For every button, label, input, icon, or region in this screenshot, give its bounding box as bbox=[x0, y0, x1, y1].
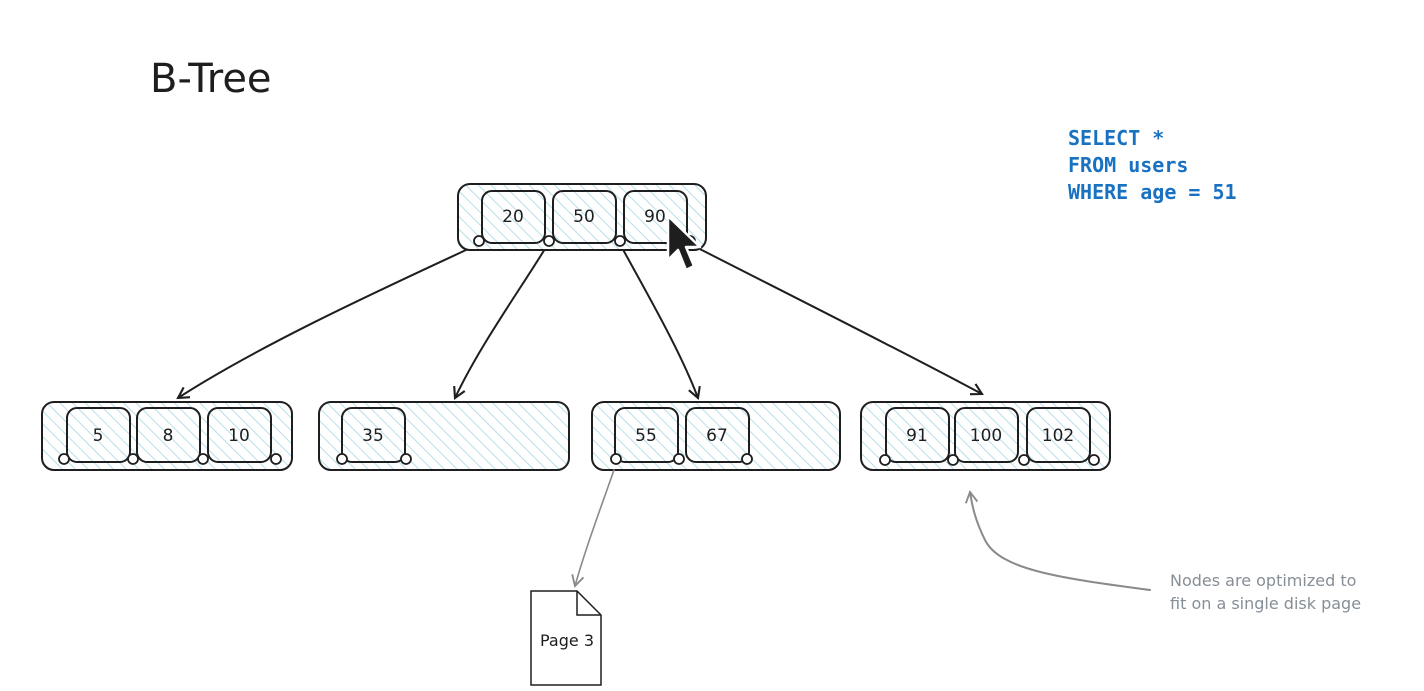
record-pointer bbox=[197, 453, 209, 465]
leaf-key-cell bbox=[136, 407, 201, 463]
leaf-key: 55 bbox=[635, 426, 657, 446]
sql-line: WHERE age = 51 bbox=[1068, 180, 1237, 204]
root-key-cell bbox=[481, 190, 546, 244]
note-line: Nodes are optimized to bbox=[1170, 571, 1356, 590]
page-label: Page 3 bbox=[540, 631, 594, 650]
leaf-key: 100 bbox=[970, 426, 1002, 446]
tree-edges bbox=[176, 243, 984, 401]
leaf-key-cell bbox=[885, 407, 950, 463]
record-pointer bbox=[127, 453, 139, 465]
root-node[interactable]: 20 50 90 bbox=[457, 183, 707, 251]
leaf-key-cell bbox=[954, 407, 1019, 463]
leaf-key: 102 bbox=[1042, 426, 1074, 446]
record-pointer bbox=[1018, 454, 1030, 466]
edge-root-to-leaf-2 bbox=[453, 243, 549, 400]
root-key: 20 bbox=[502, 207, 524, 227]
document-fold bbox=[576, 591, 601, 616]
root-key: 90 bbox=[644, 207, 666, 227]
leaf-node-3[interactable]: 55 67 bbox=[591, 401, 841, 471]
leaf-key-cell bbox=[685, 407, 750, 463]
record-pointer bbox=[741, 453, 753, 465]
edge-root-to-leaf-4 bbox=[689, 243, 984, 396]
annotation-note: Nodes are optimized to fit on a single d… bbox=[1170, 571, 1361, 613]
record-pointer bbox=[270, 453, 282, 465]
leaf-key: 35 bbox=[362, 426, 384, 446]
leaf-key: 91 bbox=[906, 426, 928, 446]
record-pointer bbox=[673, 453, 685, 465]
sql-line: SELECT * bbox=[1068, 126, 1164, 150]
edge-root-to-leaf-3 bbox=[619, 243, 701, 401]
leaf-node-2[interactable]: 35 bbox=[318, 401, 570, 471]
leaf-node-4[interactable]: 91 100 102 bbox=[860, 401, 1111, 471]
record-pointer bbox=[400, 453, 412, 465]
child-pointer bbox=[614, 235, 626, 247]
leaf-key-cell bbox=[1026, 407, 1091, 463]
leaf-key: 10 bbox=[228, 426, 250, 446]
root-key: 50 bbox=[573, 207, 595, 227]
leaf-node-1[interactable]: 5 8 10 bbox=[41, 401, 293, 471]
root-key-cell bbox=[552, 190, 617, 244]
sql-line: FROM users bbox=[1068, 153, 1188, 177]
sql-query: SELECT * FROM users WHERE age = 51 bbox=[1068, 126, 1237, 204]
mouse-cursor-icon bbox=[666, 214, 702, 272]
leaf-key-cell bbox=[341, 407, 406, 463]
record-pointer bbox=[879, 454, 891, 466]
record-pointer bbox=[58, 453, 70, 465]
child-pointer bbox=[543, 235, 555, 247]
record-pointer bbox=[610, 453, 622, 465]
edge-root-to-leaf-1 bbox=[176, 249, 467, 400]
leaf-key: 8 bbox=[163, 426, 174, 446]
leaf-key: 67 bbox=[706, 426, 728, 446]
leaf-key-cell bbox=[207, 407, 272, 463]
record-pointer bbox=[1088, 454, 1100, 466]
note-arrow bbox=[964, 490, 1151, 591]
child-pointer bbox=[473, 235, 485, 247]
disk-page[interactable]: Page 3 bbox=[530, 590, 602, 686]
leaf-key-cell bbox=[66, 407, 131, 463]
note-line: fit on a single disk page bbox=[1170, 594, 1361, 613]
record-pointer bbox=[947, 454, 959, 466]
leaf-key: 5 bbox=[93, 426, 104, 446]
leaf-key-cell bbox=[614, 407, 679, 463]
record-pointer bbox=[336, 453, 348, 465]
edge-leaf-to-page bbox=[571, 469, 615, 588]
diagram-title: B-Tree bbox=[150, 56, 272, 102]
